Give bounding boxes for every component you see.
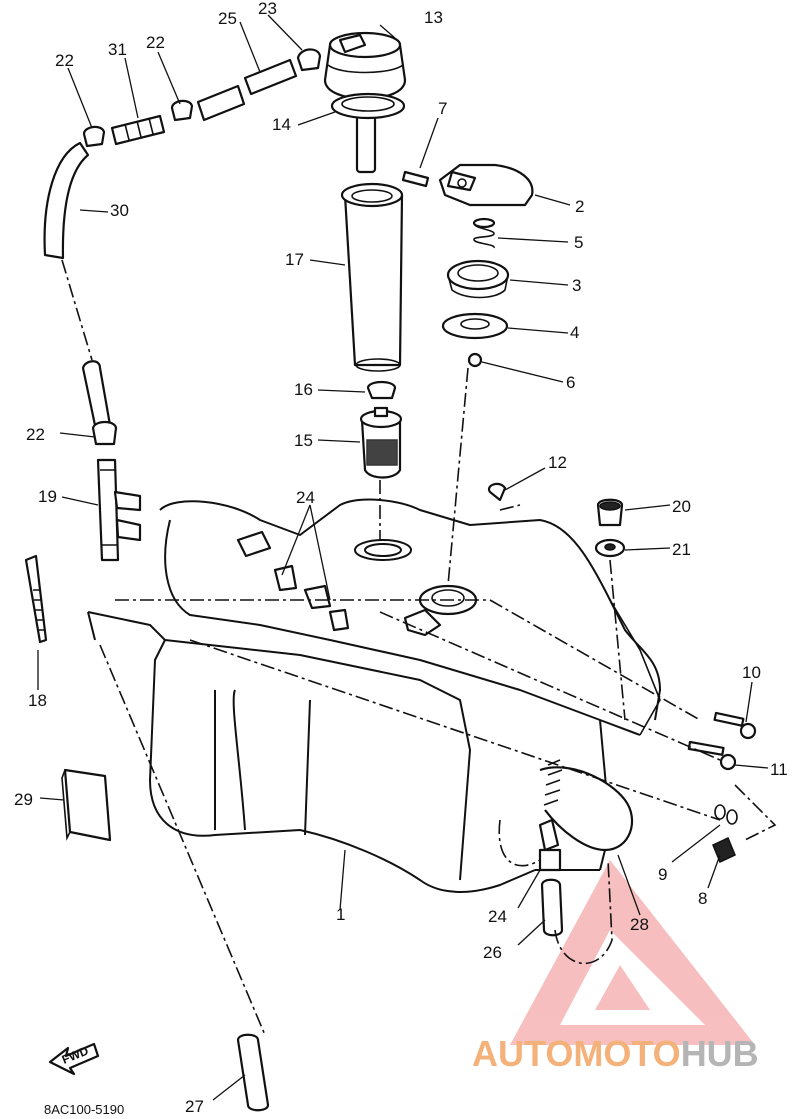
callout-15: 15 (294, 431, 313, 450)
filter-clamp (366, 380, 397, 400)
hose-clip-top (296, 48, 322, 72)
damper-pad (61, 768, 112, 842)
callout-16: 16 (294, 380, 313, 399)
callout-25: 25 (218, 9, 237, 28)
callout-4: 4 (570, 323, 579, 342)
callout-17: 17 (285, 250, 304, 269)
callout-19: 19 (38, 487, 57, 506)
drain-hose (236, 1033, 270, 1112)
hose-segment (196, 58, 298, 122)
callout-23: 23 (258, 0, 277, 18)
callout-22-left: 22 (55, 51, 74, 70)
callout-10: 10 (742, 663, 761, 682)
cap-nut (596, 498, 624, 527)
watermark-hub: HUB (681, 1033, 759, 1074)
callout-1: 1 (336, 905, 345, 924)
watermark-moto: MOTO (573, 1033, 680, 1074)
callout-18: 18 (28, 691, 47, 710)
callout-24-lower: 24 (488, 907, 507, 926)
tie-band (24, 554, 48, 644)
callout-27: 27 (185, 1097, 204, 1116)
gauge-housing (438, 163, 534, 207)
breather-hose (43, 141, 90, 260)
callout-9: 9 (658, 865, 667, 884)
callout-29: 29 (14, 790, 33, 809)
retainer-ring (446, 259, 510, 299)
three-way-joint (96, 458, 142, 562)
vent-hose (540, 878, 564, 937)
washer (441, 312, 509, 340)
nut (712, 836, 736, 864)
callout-11: 11 (770, 760, 788, 779)
callout-24-upper: 24 (296, 488, 315, 507)
callout-12: 12 (548, 453, 567, 472)
cap-gasket (330, 92, 406, 120)
svg-text:AUTOMOTOHUB: AUTOMOTOHUB (472, 1033, 759, 1074)
callout-2: 2 (575, 197, 584, 216)
forward-arrow-icon: FWD (48, 1042, 100, 1076)
callout-13: 13 (424, 8, 443, 27)
clip (487, 482, 507, 502)
filler-cap (323, 31, 407, 174)
routing-lines (61, 259, 777, 1036)
breather-hose-lower (81, 360, 112, 432)
callout-20: 20 (672, 497, 691, 516)
callout-5: 5 (574, 233, 583, 252)
fuel-tank (87, 498, 661, 893)
callout-22-lower: 22 (26, 425, 45, 444)
watermark-auto: AUTO (472, 1033, 573, 1074)
callout-31: 31 (108, 40, 127, 59)
callout-3: 3 (572, 276, 581, 295)
spring (472, 217, 496, 249)
hose-clip-lower (91, 420, 118, 446)
bolt (713, 711, 757, 740)
callout-21: 21 (672, 540, 691, 559)
callout-8: 8 (698, 889, 707, 908)
fuel-strainer (359, 406, 403, 479)
callout-6: 6 (566, 373, 575, 392)
hose-clips-tank (236, 530, 350, 632)
watermark-logo-text: AUTOMOTOHUB (472, 1033, 759, 1074)
leader-lines (37, 14, 769, 1101)
callout-14: 14 (272, 115, 291, 134)
watermark-logo-triangle (510, 860, 755, 1045)
bolt-long (687, 740, 737, 771)
filler-tube (340, 182, 404, 372)
callout-22-mid: 22 (146, 33, 165, 52)
small-nut (467, 352, 483, 368)
diagram-code: 8AC100-5190 (44, 1102, 124, 1117)
washers (714, 804, 738, 825)
callout-7: 7 (438, 99, 447, 118)
hose-clip (170, 99, 194, 122)
pin (401, 170, 430, 188)
grommet (594, 538, 626, 558)
callout-26: 26 (483, 943, 502, 962)
hose-fitting (110, 114, 166, 146)
callout-30: 30 (110, 201, 129, 220)
hose-clip-left (82, 125, 106, 148)
callout-28: 28 (630, 915, 649, 934)
